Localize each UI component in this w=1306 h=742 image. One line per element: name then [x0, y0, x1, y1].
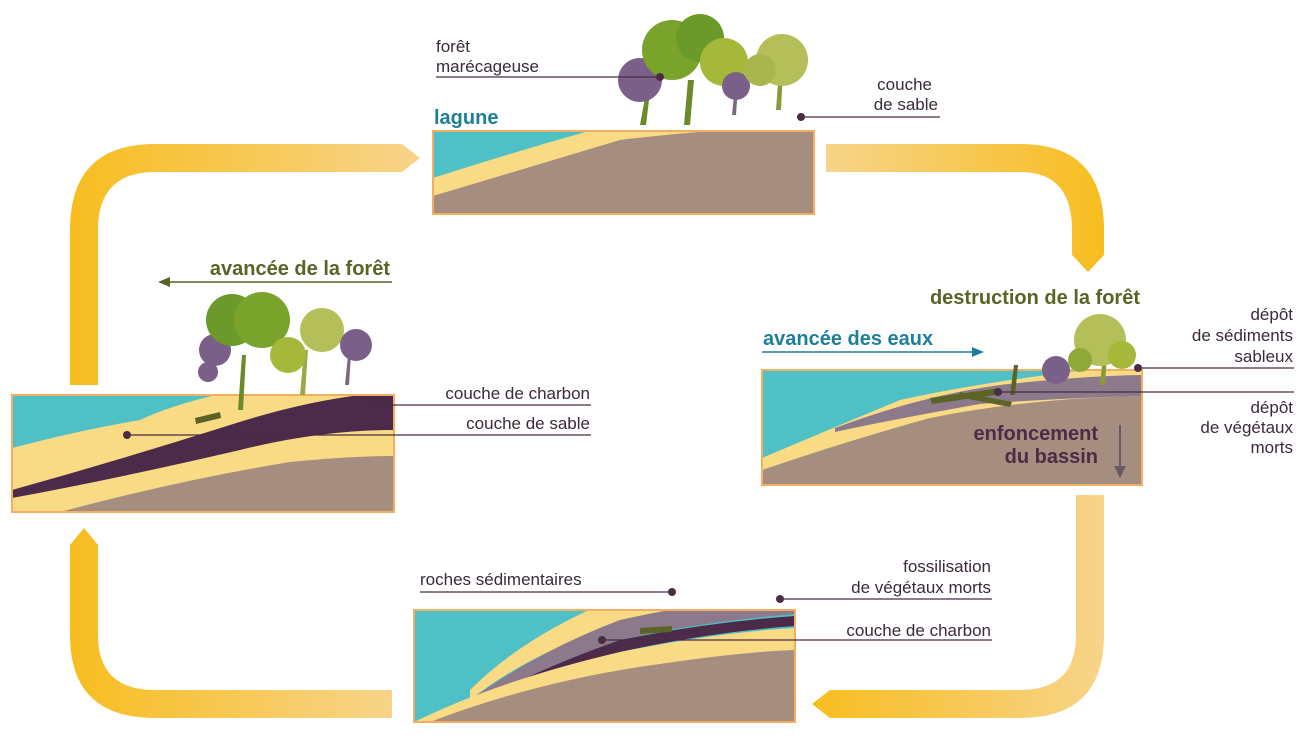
coal-layer — [470, 616, 795, 712]
water-advance-title: avancée des eaux — [763, 328, 933, 350]
basin-sinking-label-1: enfoncement — [974, 423, 1099, 445]
label-dead-plants-deposit-2: de végétaux — [1200, 418, 1293, 437]
advancing-forest-trees — [198, 292, 372, 410]
sedimentary-rock-layer — [470, 610, 716, 700]
basin-sinking-label-2: du bassin — [1005, 446, 1098, 468]
label-sediment-deposit-1: dépôt — [1250, 305, 1293, 324]
panel-lagoon: lagune forêt marécageuse couche de sable — [432, 14, 940, 215]
label-fossilization-1: fossilisation — [903, 557, 991, 576]
label-sand-layer-1: couche — [877, 75, 932, 94]
coal-layer — [12, 395, 394, 498]
panel-forest-advance: avancée de la forêt couche de charbon co… — [11, 258, 591, 513]
label-coal-layer-left: couche de charbon — [445, 384, 590, 403]
forest-destruction-title: destruction de la forêt — [930, 287, 1140, 309]
forest-trees — [618, 14, 808, 125]
cycle-arrow-top-right — [826, 144, 1104, 272]
rock-layer — [762, 396, 1142, 485]
label-swamp-forest-1: forêt — [436, 37, 470, 56]
label-sediment-deposit-3: sableux — [1234, 347, 1293, 366]
dead-plants-layer — [470, 610, 795, 706]
rock-layer — [430, 650, 795, 722]
panel-forest-destruction: destruction de la forêt avancée des eaux… — [761, 287, 1294, 486]
lagoon-title: lagune — [434, 107, 498, 129]
label-dead-plants-deposit-3: morts — [1251, 438, 1294, 457]
cycle-arrows — [70, 144, 1104, 718]
cycle-arrow-top-left — [70, 144, 420, 385]
label-sand-layer-left: couche de sable — [466, 414, 590, 433]
panel-fossilization: roches sédimentaires fossilisation de vé… — [413, 557, 992, 723]
cycle-arrow-bottom-right — [812, 495, 1104, 718]
label-swamp-forest-2: marécageuse — [436, 57, 539, 76]
dying-trees — [1010, 314, 1136, 395]
cycle-arrow-bottom-left — [70, 528, 392, 718]
rock-layer — [60, 456, 394, 512]
label-coal-layer-bottom: couche de charbon — [846, 621, 991, 640]
label-sand-layer-2: de sable — [874, 95, 938, 114]
label-dead-plants-deposit-1: dépôt — [1250, 398, 1293, 417]
forest-advance-title: avancée de la forêt — [210, 258, 390, 280]
label-sediment-deposit-2: de sédiments — [1192, 326, 1293, 345]
label-sedimentary-rocks: roches sédimentaires — [420, 570, 582, 589]
rock-layer — [433, 131, 814, 214]
label-fossilization-2: de végétaux morts — [851, 578, 991, 597]
dead-plants-layer — [835, 375, 1142, 432]
